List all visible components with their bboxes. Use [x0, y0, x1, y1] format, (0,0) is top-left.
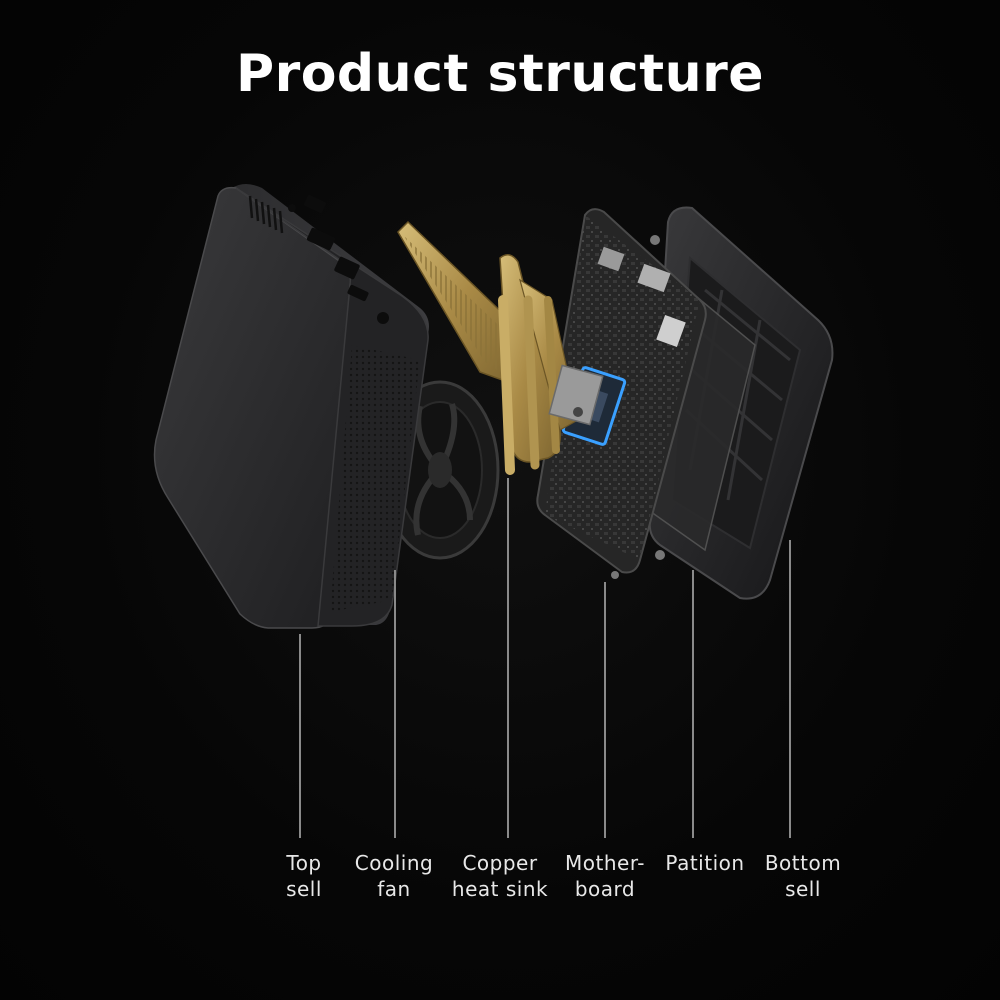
- label-line: Patition: [665, 851, 745, 875]
- label-line: sell: [785, 877, 821, 901]
- label-line: Mother-: [565, 851, 645, 875]
- label-top-shell: Top sell: [244, 850, 364, 902]
- label-line: heat sink: [451, 877, 549, 901]
- top-shell-part: [153, 184, 429, 629]
- label-partition: Patition: [645, 850, 765, 876]
- label-line: Cooling: [354, 851, 434, 875]
- copper-heat-sink-part: [397, 220, 604, 475]
- label-line: board: [574, 877, 636, 901]
- leader-lines: [299, 478, 791, 838]
- label-cooling-fan: Cooling fan: [334, 850, 454, 902]
- label-copper-heat-sink: Copper heat sink: [440, 850, 560, 902]
- label-line: sell: [286, 877, 322, 901]
- label-line: Bottom: [764, 851, 842, 875]
- label-bottom-shell: Bottom sell: [743, 850, 863, 902]
- label-motherboard: Mother- board: [545, 850, 665, 902]
- label-line: Top: [286, 851, 322, 875]
- label-line: Copper: [462, 851, 538, 875]
- label-line: fan: [377, 877, 411, 901]
- page-title: Product structure: [235, 44, 765, 104]
